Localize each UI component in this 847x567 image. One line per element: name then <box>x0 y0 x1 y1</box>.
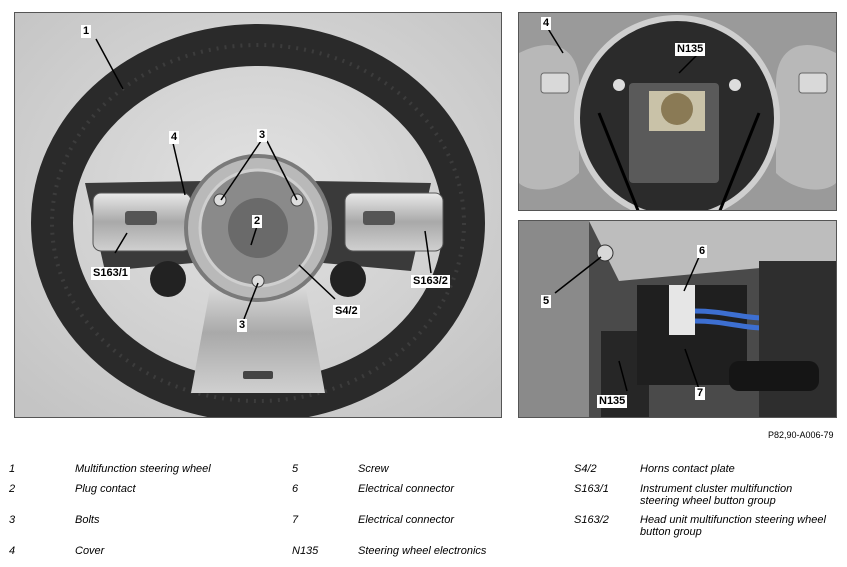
callout-5: 5 <box>541 295 552 308</box>
callout-1: 1 <box>81 25 92 38</box>
legend-num: S4/2 <box>574 463 597 475</box>
legend-num: 4 <box>9 545 16 557</box>
legend-num: 2 <box>9 483 16 495</box>
callout-s163-2: S163/2 <box>411 275 450 288</box>
callout-n135-bottom: N135 <box>597 395 628 408</box>
legend-num: 3 <box>9 514 16 526</box>
steering-wheel-photo: 1 4 3 2 3 S163/1 S4/2 S163/2 <box>14 12 502 418</box>
legend-desc: Steering wheel electronics <box>358 545 487 557</box>
legend-desc: Screw <box>358 463 389 475</box>
legend-num: 7 <box>292 514 299 526</box>
steering-wheel-illustration <box>15 13 501 417</box>
legend-num: 6 <box>292 483 299 495</box>
figure-reference-code: P82,90-A006-79 <box>768 430 834 440</box>
callout-n135-top: N135 <box>675 43 706 56</box>
hub-detail-photo: 4 N135 <box>518 12 837 211</box>
connector-detail-photo: 6 5 N135 7 <box>518 220 837 418</box>
legend-desc: Plug contact <box>75 483 136 495</box>
legend-num: S163/2 <box>574 514 609 526</box>
legend-desc: Electrical connector <box>358 483 454 495</box>
legend-desc: Instrument cluster multifunction steerin… <box>640 483 793 507</box>
callout-3-top: 3 <box>257 129 268 142</box>
legend-desc: Cover <box>75 545 105 557</box>
legend-desc: Multifunction steering wheel <box>75 463 211 475</box>
callout-7: 7 <box>695 387 706 400</box>
callout-3-bottom: 3 <box>237 319 248 332</box>
callout-s4-2: S4/2 <box>333 305 360 318</box>
callout-2: 2 <box>252 215 263 228</box>
hub-detail-illustration <box>519 13 836 210</box>
legend-desc: Electrical connector <box>358 514 454 526</box>
callout-s163-1: S163/1 <box>91 267 130 280</box>
callout-6: 6 <box>697 245 708 258</box>
connector-detail-illustration <box>519 221 836 417</box>
callout-4: 4 <box>169 131 180 144</box>
legend-desc: Horns contact plate <box>640 463 735 475</box>
legend-num: 5 <box>292 463 299 475</box>
legend-num: N135 <box>292 545 319 557</box>
legend-desc: Head unit multifunction steering wheel b… <box>640 514 826 538</box>
legend-num: 1 <box>9 463 16 475</box>
legend-desc: Bolts <box>75 514 100 526</box>
callout-4-detail: 4 <box>541 17 552 30</box>
legend-num: S163/1 <box>574 483 609 495</box>
